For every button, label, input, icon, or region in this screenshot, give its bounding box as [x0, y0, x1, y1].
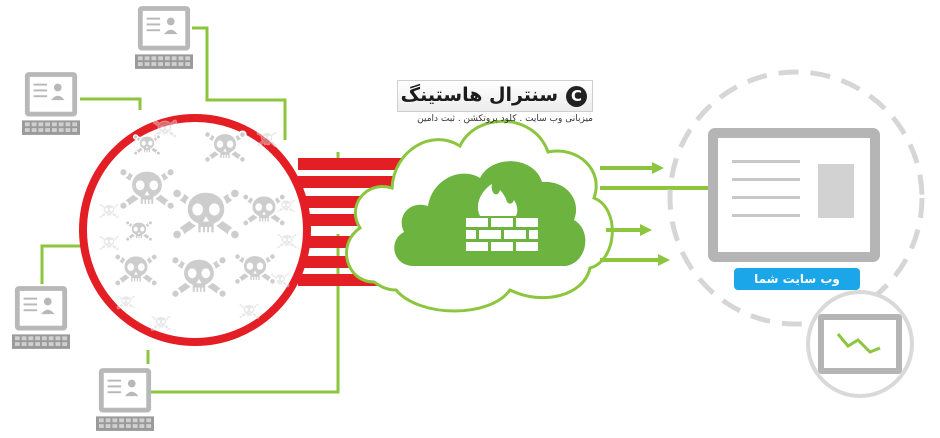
computer-icon: [96, 368, 154, 431]
brand-name: سنترال هاستینگ: [400, 84, 558, 106]
computer-icon: [22, 72, 80, 135]
website-label: وب سایت شما: [734, 268, 860, 290]
analytics-monitor: [806, 290, 914, 398]
brand-tagline: میزبانی وب سایت . کلود پروتکشن . ثبت دام…: [417, 114, 593, 124]
brand-logo: C سنترال هاستینگ: [397, 80, 593, 112]
cloud-firewall: [345, 119, 614, 313]
botnet-circle: [79, 114, 311, 346]
brand-logo-icon: C: [566, 86, 587, 107]
computer-icon: [135, 6, 193, 69]
analytics-monitor-icon: [818, 314, 902, 374]
protected-website: [667, 69, 925, 327]
computer-icon: [12, 286, 70, 349]
firewall-icon: [466, 184, 538, 251]
website-monitor-icon: [708, 128, 880, 262]
